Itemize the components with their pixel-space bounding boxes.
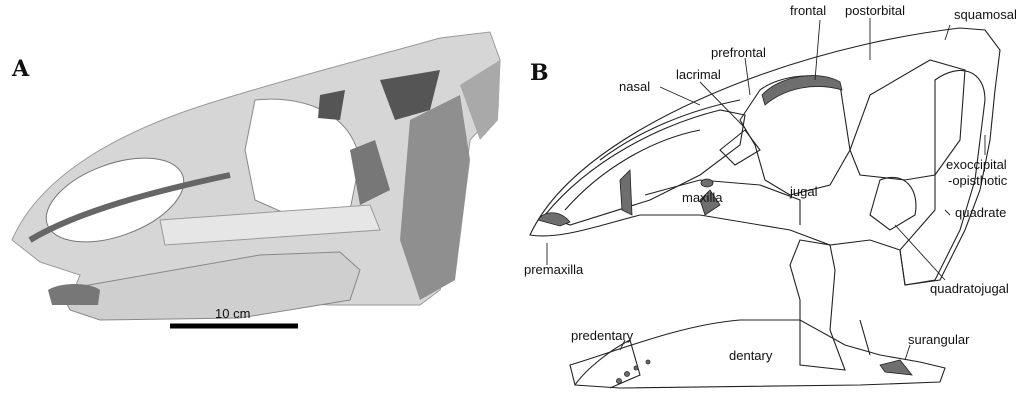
label-dentary: dentary [729,348,773,363]
predentary-photo [48,284,100,305]
label-exoccipital: exoccipital [946,157,1007,172]
label-jugal: jugal [790,184,818,199]
label-predentary: predentary [571,328,634,343]
panel-label-a: A [12,56,30,82]
label-quadratojugal: quadratojugal [930,281,1009,296]
leader-lines [546,18,986,361]
label-surangular: surangular [908,332,970,347]
nostril-opening [45,157,185,243]
label-lacrimal: lacrimal [676,67,721,82]
panel-label-b: B [530,60,549,86]
label-opisthotic: -opisthotic [948,173,1008,188]
label-quadrate: quadrate [955,205,1007,220]
label-postorbital: postorbital [845,3,905,18]
label-prefrontal: prefrontal [711,45,766,60]
diagram-highlights [537,75,913,384]
scale-bar-label: 10 cm [215,306,251,321]
label-nasal: nasal [619,79,651,94]
label-frontal: frontal [790,3,827,18]
label-squamosal: squamosal [954,7,1017,22]
label-maxilla: maxilla [682,190,723,205]
skull-photo [11,31,501,321]
label-premaxilla: premaxilla [524,262,584,277]
